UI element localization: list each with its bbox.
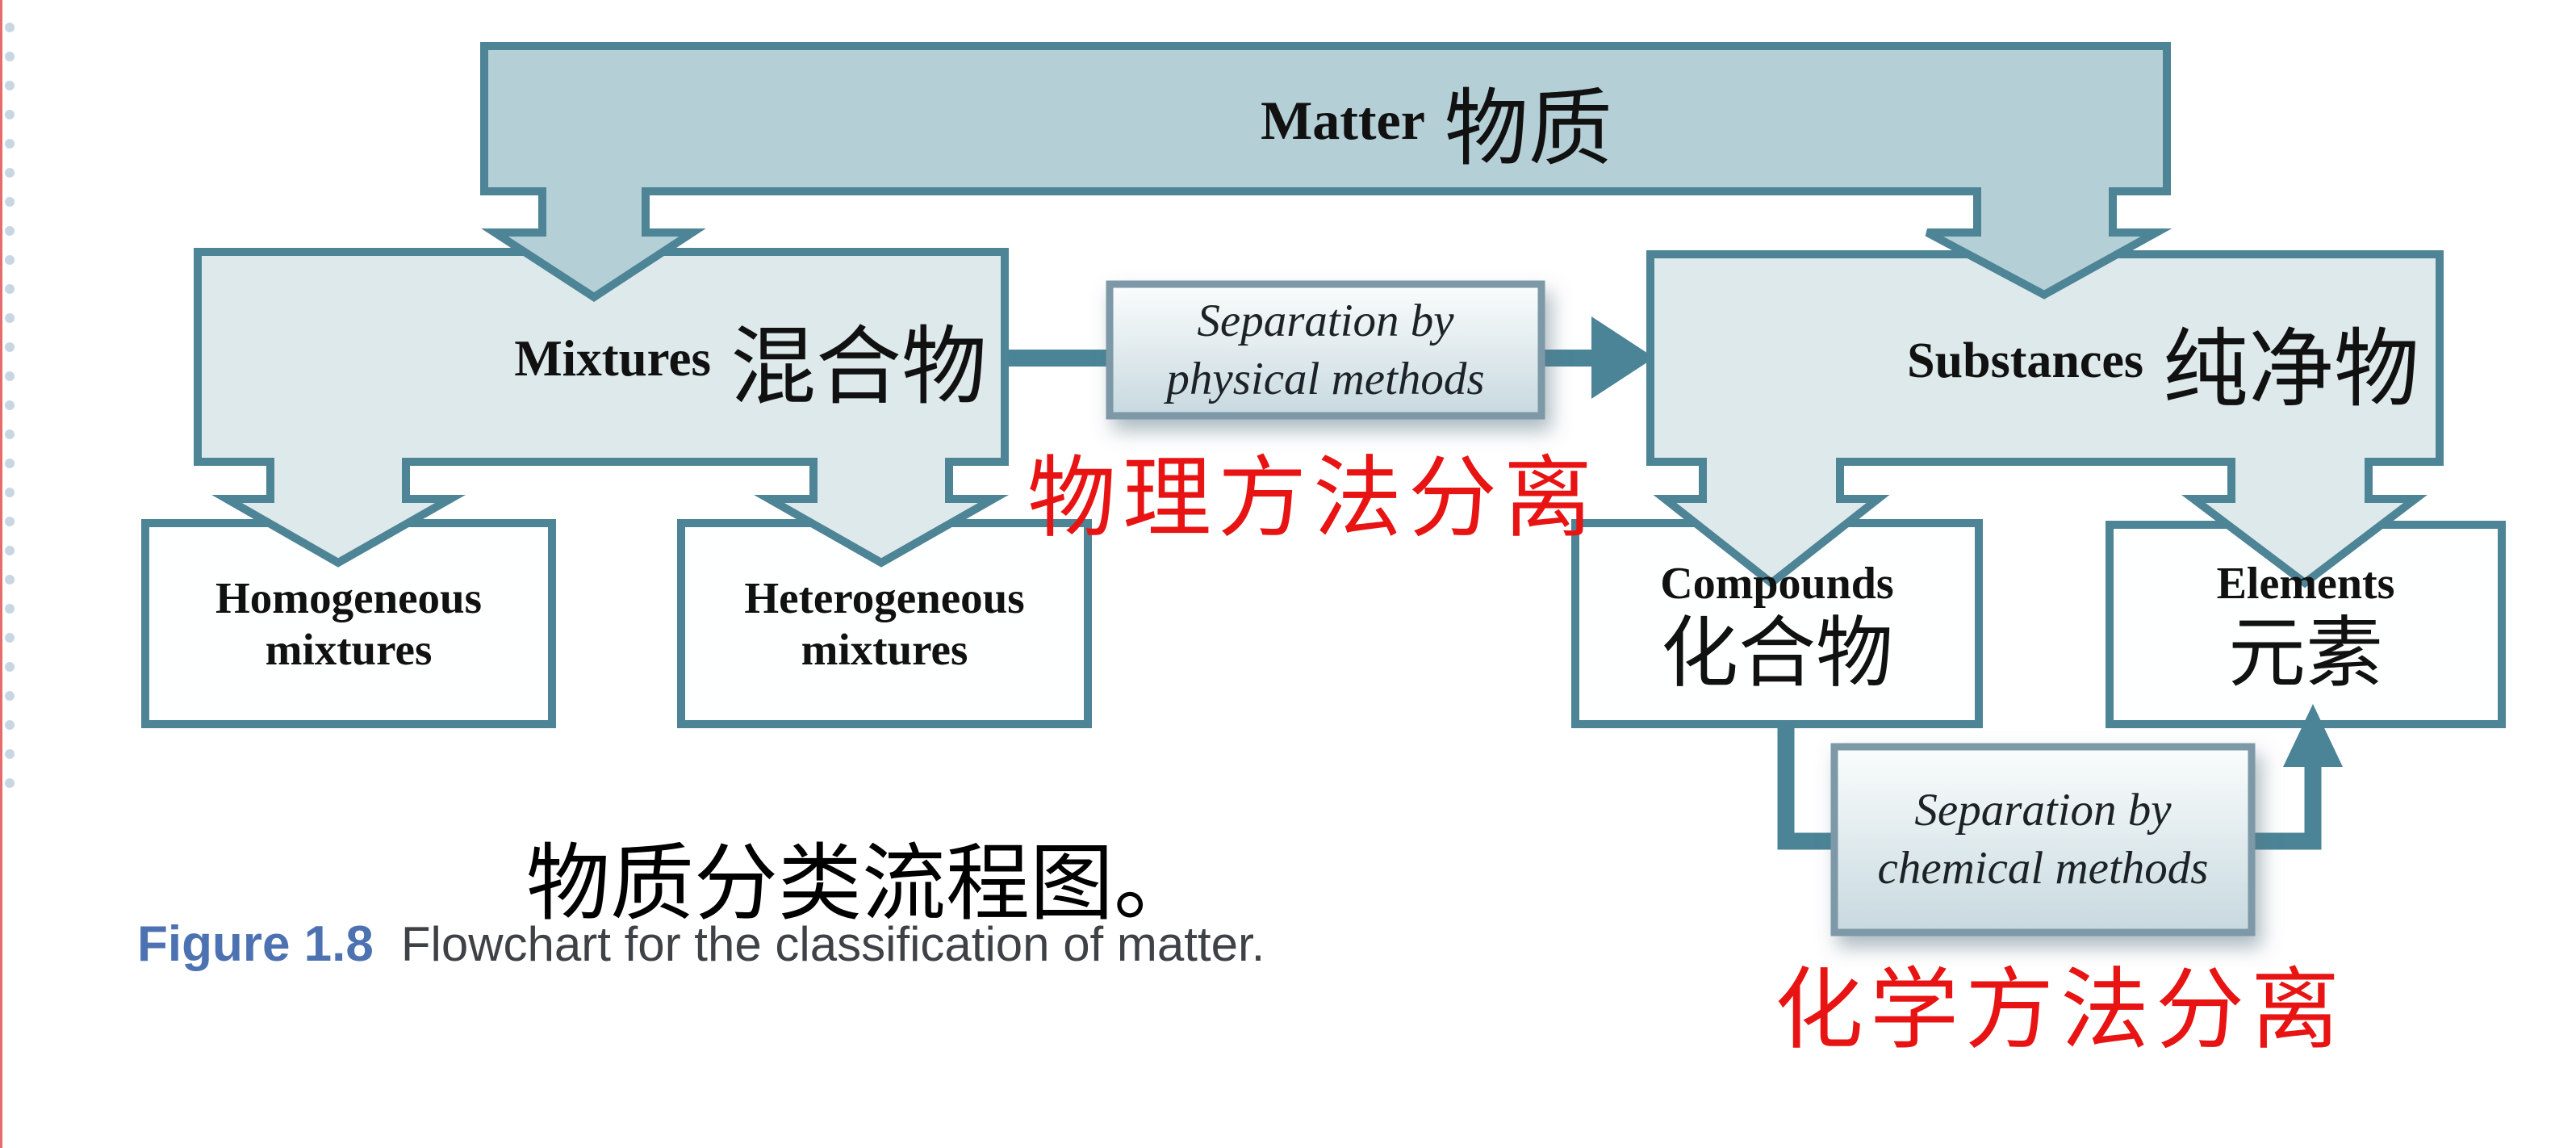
compounds-label-cn: 化合物	[1661, 610, 1893, 697]
mixtures-box-with-arrows	[194, 248, 1009, 568]
substances-label-cn: 纯净物	[2163, 322, 2419, 417]
elements-label-cn: 元素	[2228, 610, 2383, 697]
elements-label-en: Elements	[2216, 558, 2395, 609]
mixtures-label-en: Mixtures	[514, 330, 711, 387]
heterogeneous-label-line2: mixtures	[801, 624, 968, 674]
separation-chemical-line2: chemical methods	[1877, 843, 2209, 894]
left-dotted-rule	[0, 18, 21, 793]
heterogeneous-label: Heterogeneous mixtures	[681, 523, 1088, 724]
homogeneous-label-line1: Homogeneous	[215, 572, 482, 622]
substances-label: Substances 纯净物	[1712, 295, 2429, 428]
heterogeneous-label-line1: Heterogeneous	[744, 572, 1025, 622]
substances-box-with-arrows	[1646, 250, 2444, 589]
separation-physical-line2: physical methods	[1166, 353, 1485, 404]
figure-caption: Figure 1.8 Flowchart for the classificat…	[137, 915, 1509, 983]
matter-box-with-arrows	[480, 42, 2172, 302]
physical-connector-arrowhead-icon	[1591, 316, 1654, 399]
homogeneous-label-line2: mixtures	[265, 624, 433, 674]
matter-label: Matter 物质	[1033, 58, 1840, 183]
mixtures-label: Mixtures 混合物	[278, 292, 997, 425]
separation-chemical-label: Separation by chemical methods	[1834, 747, 2252, 932]
chemical-connector-arrowhead-icon	[2283, 704, 2343, 767]
separation-chemical-line1: Separation by	[1914, 785, 2172, 836]
caption-chinese: 物质分类流程图。	[526, 838, 1198, 931]
separation-physical-label: Separation by physical methods	[1110, 284, 1541, 416]
separation-physical-box	[1106, 280, 1545, 420]
mixtures-label-cn: 混合物	[730, 320, 987, 415]
separation-physical-line1: Separation by	[1197, 295, 1454, 346]
separation-chemical-box	[1830, 743, 2256, 936]
compounds-label-en: Compounds	[1660, 558, 1894, 609]
substances-label-en: Substances	[1907, 333, 2143, 388]
physical-separation-cn-annotation: 物理方法分离	[1027, 450, 1599, 548]
compounds-label: Compounds 化合物	[1575, 526, 1979, 724]
figure-caption-text: Flowchart for the classification of matt…	[400, 917, 1265, 971]
chemical-separation-cn-annotation: 化学方法分离	[1775, 961, 2346, 1060]
matter-label-en: Matter	[1261, 90, 1425, 151]
figure-number-label: Figure 1.8	[137, 916, 374, 972]
elements-label: Elements 元素	[2110, 526, 2502, 724]
matter-label-cn: 物质	[1444, 83, 1612, 176]
homogeneous-label: Homogeneous mixtures	[145, 523, 552, 724]
